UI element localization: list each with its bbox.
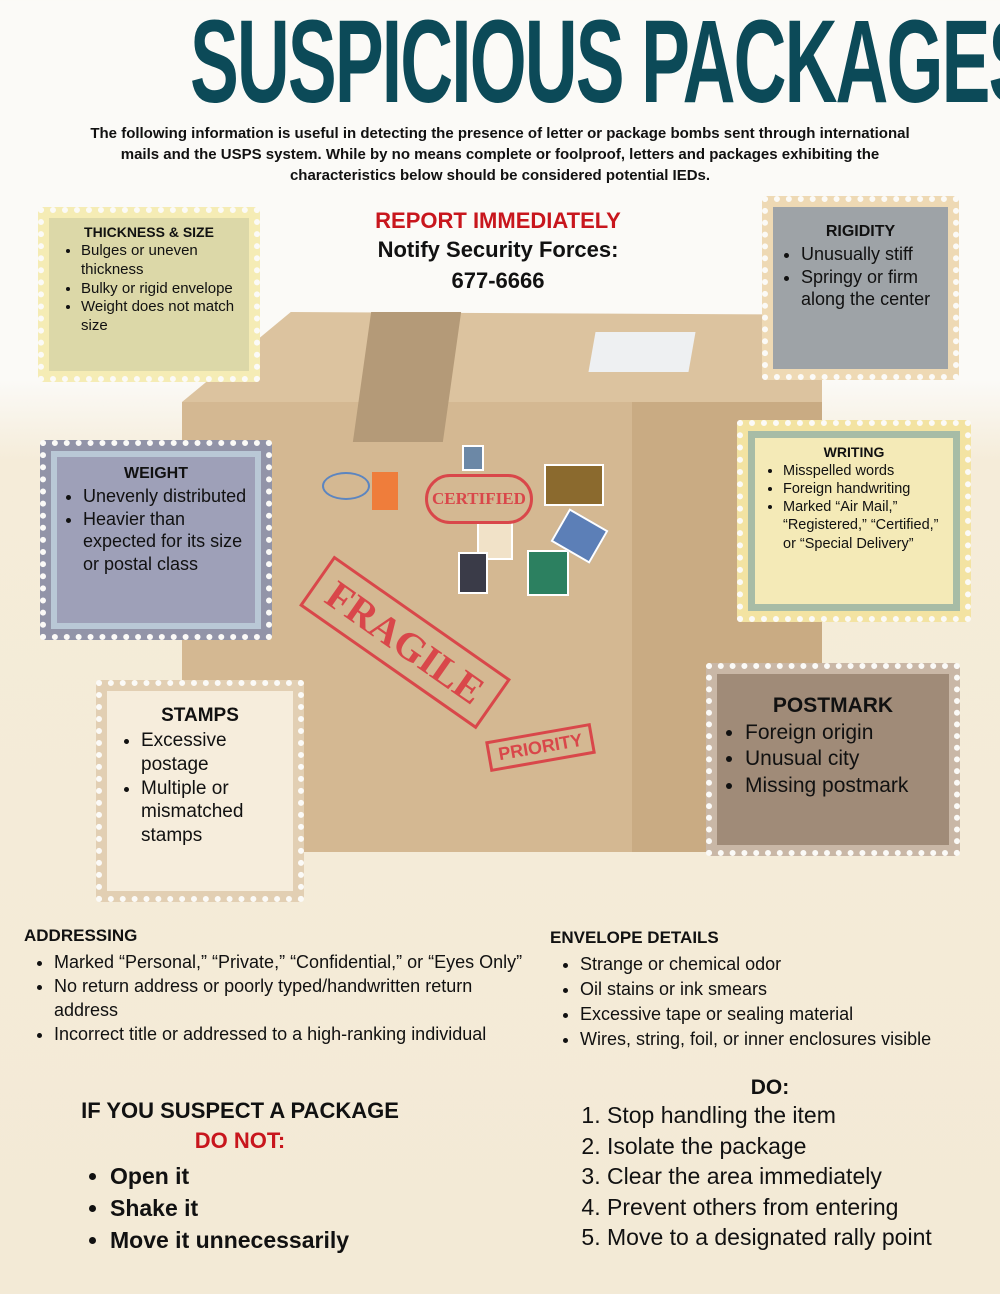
- list-item: Marked “Air Mail,” “Registered,” “Certif…: [783, 498, 947, 552]
- list-item: Oil stains or ink smears: [580, 977, 990, 1002]
- list-item: Multiple or mismatched stamps: [141, 777, 281, 848]
- phone-number: 677-6666: [451, 268, 545, 293]
- envelope-title: ENVELOPE DETAILS: [550, 928, 719, 947]
- weight-card: WEIGHT Unevenly distributedHeavier than …: [40, 440, 272, 640]
- list-item: Springy or firm along the center: [801, 266, 942, 311]
- list-item: Missing postmark: [745, 773, 943, 799]
- postmark-card: POSTMARK Foreign originUnusual cityMissi…: [706, 663, 960, 856]
- addressing-section: ADDRESSING Marked “Personal,” “Private,”…: [24, 926, 524, 1046]
- thickness-card: THICKNESS & SIZE Bulges or uneven thickn…: [38, 207, 260, 382]
- weight-title: WEIGHT: [124, 465, 188, 482]
- postmark-title: POSTMARK: [772, 694, 894, 717]
- writing-card: WRITING Misspelled wordsForeign handwrit…: [737, 420, 971, 622]
- list-item: Heavier than expected for its size or po…: [83, 508, 247, 576]
- list-item: Open it: [110, 1160, 420, 1192]
- list-item: No return address or poorly typed/handwr…: [54, 974, 524, 1022]
- stamps-title: STAMPS: [161, 705, 239, 726]
- list-item: Unusually stiff: [801, 243, 942, 266]
- stamps-card: STAMPS Excessive postageMultiple or mism…: [96, 680, 304, 902]
- list-item: Isolate the package: [607, 1131, 985, 1162]
- list-item: Wires, string, foil, or inner enclosures…: [580, 1027, 990, 1052]
- list-item: Prevent others from entering: [607, 1192, 985, 1223]
- writing-title: WRITING: [823, 444, 885, 460]
- list-item: Stop handling the item: [607, 1100, 985, 1131]
- list-item: Bulky or rigid envelope: [81, 280, 239, 299]
- list-item: Unevenly distributed: [83, 485, 247, 508]
- envelope-section: ENVELOPE DETAILS Strange or chemical odo…: [550, 928, 990, 1052]
- do-section: DO: Stop handling the itemIsolate the pa…: [585, 1076, 985, 1253]
- intro-text: The following information is useful in d…: [90, 125, 910, 184]
- report-heading: REPORT IMMEDIATELY: [375, 208, 621, 233]
- report-block: REPORT IMMEDIATELY Notify Security Force…: [330, 208, 666, 296]
- do-not-heading: DO NOT:: [194, 1128, 286, 1153]
- list-item: Move it unnecessarily: [110, 1224, 420, 1256]
- suspect-section: IF YOU SUSPECT A PACKAGE DO NOT: Open it…: [60, 1098, 420, 1256]
- list-item: Shake it: [110, 1192, 420, 1224]
- list-item: Bulges or uneven thickness: [81, 242, 239, 280]
- suspect-title: IF YOU SUSPECT A PACKAGE: [81, 1098, 399, 1123]
- list-item: Misspelled words: [783, 462, 947, 480]
- list-item: Marked “Personal,” “Private,” “Confident…: [54, 950, 524, 974]
- thickness-title: THICKNESS & SIZE: [84, 224, 214, 240]
- list-item: Foreign handwriting: [783, 480, 947, 498]
- addressing-title: ADDRESSING: [24, 926, 138, 945]
- list-item: Foreign origin: [745, 720, 943, 746]
- rigidity-card: RIGIDITY Unusually stiffSpringy or firm …: [762, 196, 959, 380]
- list-item: Move to a designated rally point: [607, 1222, 985, 1253]
- notify-text: Notify Security Forces:: [377, 237, 619, 262]
- rigidity-title: RIGIDITY: [825, 223, 896, 240]
- do-heading: DO:: [750, 1076, 790, 1099]
- certified-stamp: CERTIFIED: [425, 474, 533, 524]
- list-item: Excessive tape or sealing material: [580, 1002, 990, 1027]
- list-item: Strange or chemical odor: [580, 952, 990, 977]
- list-item: Weight does not match size: [81, 298, 239, 336]
- list-item: Excessive postage: [141, 729, 281, 777]
- list-item: Incorrect title or addressed to a high-r…: [54, 1022, 524, 1046]
- list-item: Unusual city: [745, 746, 943, 772]
- page-title: SUSPICIOUS PACKAGES: [190, 0, 1000, 128]
- list-item: Clear the area immediately: [607, 1161, 985, 1192]
